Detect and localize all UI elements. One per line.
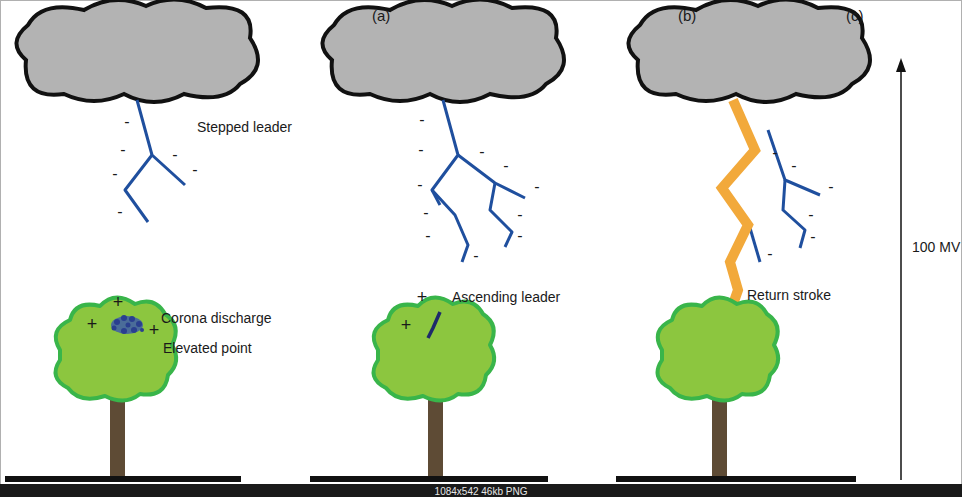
charge-sign: - [503, 157, 508, 175]
ascending-leader [428, 312, 440, 338]
cloud [628, 0, 870, 102]
ground [5, 476, 856, 482]
corona-label: Corona discharge [161, 311, 272, 326]
charge-sign: - [517, 227, 522, 245]
charge-sign: - [479, 143, 484, 161]
panel-letter: (b) [678, 8, 696, 25]
charge-sign: - [517, 206, 522, 224]
charge-sign: + [401, 316, 412, 336]
panel-letter: (a) [372, 8, 390, 25]
leader-label: Stepped leader [197, 120, 292, 135]
corona-discharge [111, 315, 144, 334]
charge-sign: - [117, 203, 122, 221]
voltage-arrow [900, 70, 902, 480]
panel-letter: (c) [846, 8, 864, 25]
charge-sign: - [791, 157, 796, 175]
watermark: 1084x542 46kb PNG [435, 486, 528, 497]
charge-sign: + [87, 315, 98, 335]
stroke-label: Return stroke [747, 288, 831, 303]
charge-sign: - [419, 111, 424, 129]
cloud [322, 0, 564, 102]
charge-sign: - [772, 144, 777, 162]
tree [658, 297, 779, 480]
charge-sign: + [113, 293, 124, 313]
stepped-leader [125, 100, 185, 222]
tree [374, 297, 495, 480]
charge-sign: + [417, 288, 428, 308]
charge-sign: - [473, 247, 478, 265]
charge-sign: - [124, 113, 129, 131]
stepped-leader [750, 130, 820, 262]
charge-sign: - [120, 141, 125, 159]
charge-sign: - [810, 228, 815, 246]
charge-sign: - [172, 146, 177, 164]
charge-sign: - [423, 204, 428, 222]
charge-sign: - [112, 165, 117, 183]
charge-sign: - [418, 141, 423, 159]
charge-sign: - [767, 245, 772, 263]
charge-sign: - [192, 161, 197, 179]
cloud [16, 0, 258, 102]
charge-sign: - [417, 176, 422, 194]
tree [56, 297, 177, 480]
charge-sign: - [808, 206, 813, 224]
charge-sign: - [425, 227, 430, 245]
leader-label: Ascending leader [452, 290, 560, 305]
arrow-head [896, 58, 906, 72]
charge-sign: - [828, 178, 833, 196]
point-label: Elevated point [163, 341, 252, 356]
watermark-bar [0, 484, 962, 497]
charge-sign: - [534, 178, 539, 196]
charge-sign: + [149, 321, 160, 341]
voltage-label: 100 MV [912, 240, 960, 255]
stepped-leader [432, 100, 525, 262]
